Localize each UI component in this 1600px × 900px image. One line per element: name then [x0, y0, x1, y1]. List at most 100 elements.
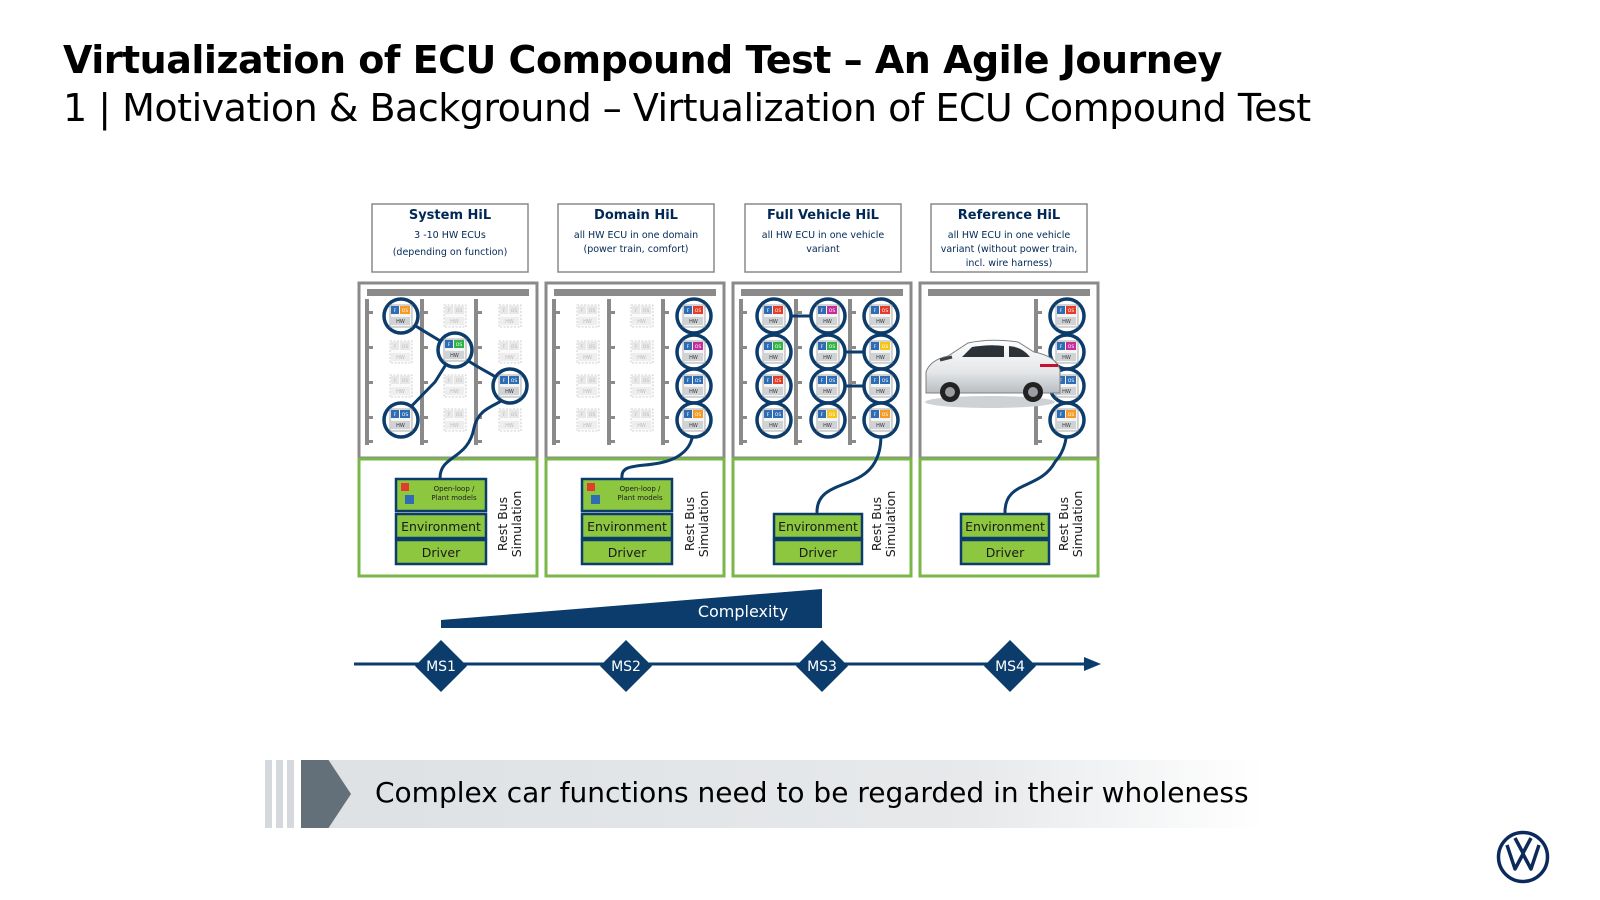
stage-box	[930, 203, 1088, 273]
model-icon	[405, 495, 414, 504]
ecu-hw-label: HW	[450, 389, 459, 395]
ecu-f-label: F	[874, 308, 877, 314]
rack-column	[739, 299, 743, 445]
ecu-os-label: OS	[882, 308, 889, 314]
ecu-hw-label: HW	[823, 319, 832, 325]
ecu-hw-label: HW	[823, 389, 832, 395]
rack-tab	[552, 440, 560, 443]
ecu-f-label: F	[767, 412, 770, 418]
ecu-os-label: OS	[695, 412, 702, 418]
ecu-hw-block	[391, 421, 410, 429]
ecu-hw-label: HW	[583, 389, 592, 395]
ecu-hw-block	[764, 353, 783, 361]
ecu-os-label: OS	[775, 344, 782, 350]
driver-block	[580, 538, 674, 566]
environment-block	[580, 512, 674, 540]
complexity-label: Complexity	[698, 602, 788, 621]
ecu-hw-block	[684, 421, 703, 429]
ecu-os-label: OS	[402, 308, 409, 314]
ecu-hw-label: HW	[396, 355, 405, 361]
ecu-os-block	[1066, 306, 1076, 314]
rack-column	[661, 299, 665, 445]
ecu-hw-block	[632, 421, 651, 429]
stage-title: Reference HiL	[958, 208, 1060, 223]
ecu-f-label: F	[767, 344, 770, 350]
ecu-f-label: F	[448, 378, 451, 384]
plant-models-label: Open-loop /Plant models	[617, 485, 663, 502]
stage-desc: variant	[806, 244, 840, 255]
rack-tab	[365, 311, 373, 314]
ecu-hw-block	[391, 353, 410, 361]
ecu-os-label: OS	[643, 344, 650, 350]
ecu-os-label: OS	[643, 308, 650, 314]
ecu-hw-block	[818, 317, 837, 325]
ecu-hw-label: HW	[1062, 355, 1071, 361]
ecu-os-label: OS	[511, 308, 518, 314]
ecu-os-label: OS	[829, 412, 836, 418]
rack-tab	[848, 381, 856, 384]
ecu-hw-block	[1057, 317, 1076, 325]
rest-bus-simulation-label: Rest BusSimulation	[682, 491, 711, 558]
ecu-function-block	[764, 342, 772, 350]
ecu-function-block	[1057, 342, 1065, 350]
ecu-hw-label: HW	[583, 423, 592, 429]
ecu-hw-label: HW	[396, 423, 405, 429]
ecu-os-block	[773, 376, 783, 384]
plant-models-label: Open-loop /Plant models	[431, 485, 477, 502]
ecu-os-block	[509, 342, 519, 350]
slide-subtitle: 1 | Motivation & Background – Virtualiza…	[63, 86, 1311, 130]
rack-column	[474, 299, 478, 445]
environment-block	[959, 512, 1051, 540]
stage-box	[371, 203, 529, 273]
ecu-hw-label: HW	[505, 355, 514, 361]
ecu-os-label: OS	[402, 378, 409, 384]
ecu-function-block	[500, 306, 508, 314]
driver-label: Driver	[608, 545, 647, 560]
ecu-hw-label: HW	[505, 319, 514, 325]
ecu-f-label: F	[1060, 412, 1063, 418]
environment-label: Environment	[401, 519, 481, 534]
ecu-hw-label: HW	[450, 423, 459, 429]
ecu-os-label: OS	[882, 412, 889, 418]
ecu-hw-label: HW	[876, 319, 885, 325]
ecu-f-label: F	[394, 344, 397, 350]
ecu-hw-label: HW	[769, 423, 778, 429]
ecu-function-block	[871, 376, 879, 384]
ecu-hw-label: HW	[505, 423, 514, 429]
stage-desc: (power train, comfort)	[583, 244, 688, 255]
ecu-hw-block	[1057, 421, 1076, 429]
rack-tab	[365, 440, 373, 443]
model-icon	[587, 483, 595, 491]
ecu-hw-label: HW	[689, 355, 698, 361]
ecu-function-block	[391, 306, 399, 314]
ecu-os-label: OS	[882, 378, 889, 384]
ecu-hw-label: HW	[583, 319, 592, 325]
rack-tab	[848, 416, 856, 419]
timeline-arrow-icon	[1084, 657, 1101, 671]
ecu-function-block	[391, 342, 399, 350]
ecu-os-block	[880, 342, 890, 350]
stage-desc: 3 -10 HW ECUs	[414, 230, 486, 241]
rack-tab	[474, 440, 482, 443]
rack-tab	[552, 346, 560, 349]
ecu-f-label: F	[767, 378, 770, 384]
ecu-hw-block	[818, 421, 837, 429]
rack-tab	[420, 416, 428, 419]
ecu-os-block	[509, 306, 519, 314]
ecu-f-label: F	[1060, 378, 1063, 384]
rack-column	[365, 299, 369, 445]
ecu-f-label: F	[503, 412, 506, 418]
rack-column	[607, 299, 611, 445]
ecu-os-label: OS	[402, 412, 409, 418]
ecu-function-block	[684, 342, 692, 350]
ecu-hw-block	[818, 353, 837, 361]
rack-tab	[420, 311, 428, 314]
milestone-diamond	[415, 640, 467, 692]
ecu-hw-label: HW	[1062, 319, 1071, 325]
